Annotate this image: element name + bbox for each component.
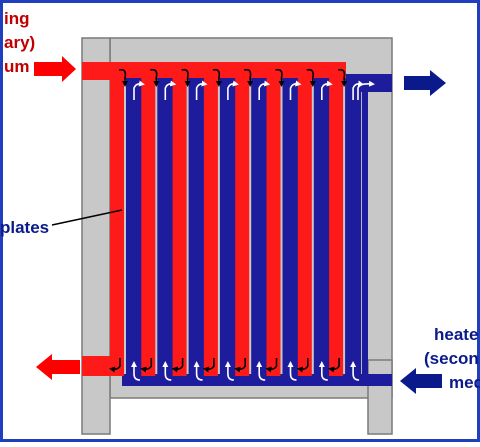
plates-label: plates [0,218,49,237]
flow-arrow [193,361,203,381]
secondary-outlet-arrow [404,70,446,96]
secondary-label-line1: heate [434,325,478,344]
secondary-label-line3: med [449,373,480,392]
flow-arrow [318,361,328,381]
flow-arrow [289,80,302,100]
flow-arrow [181,68,191,87]
flow-arrow [258,80,271,100]
plate-channels [82,62,392,386]
secondary-channel [251,78,268,386]
secondary-channel [126,78,142,386]
flow-arrow [150,68,160,87]
flow-arrow [321,80,333,100]
flow-arrow [118,68,128,87]
flow-arrow [328,358,340,373]
flow-arrow [352,80,365,100]
flow-arrow [337,68,348,87]
right-frame-leg [367,359,393,435]
flow-arrow [227,80,239,100]
secondary-channel [362,78,368,386]
flow-arrow [195,80,208,100]
flow-arrow [133,80,145,100]
secondary-channel [219,78,236,386]
flow-arrow [256,361,266,381]
flow-arrow [306,68,316,87]
primary-label-line1: ing [4,9,30,28]
primary-channel [172,62,187,376]
flow-arrow [296,358,309,373]
secondary-channel [345,78,362,386]
casing-body [109,37,393,399]
primary-channel [266,62,281,376]
primary-outlet-arrow [36,354,80,380]
casing [81,37,393,435]
flow-arrows [109,68,375,381]
flow-arrow [212,68,222,87]
flow-arrow [162,361,172,381]
flow-arrow [234,358,246,373]
primary-label-line2: ary) [4,33,35,52]
flow-arrow [140,358,153,373]
primary-channel [110,62,124,376]
flow-arrow [357,80,375,100]
secondary-channel [313,78,330,386]
secondary-inlet-arrow [400,368,442,394]
secondary-channel [157,78,174,386]
secondary-channel [188,78,205,386]
secondary-channel [282,78,299,386]
primary-channel [141,62,156,376]
flow-arrow [275,68,285,87]
plates-leader-line [51,209,123,226]
flow-arrow [265,358,278,373]
primary-channel [297,62,312,376]
flow-arrow [131,361,141,381]
secondary-label-line2: (secon [424,349,479,368]
flow-arrow [244,68,254,87]
primary-channel [235,62,250,376]
flow-arrow [202,358,215,373]
flow-arrow [164,80,177,100]
primary-channel [329,62,344,376]
flow-arrow [109,358,121,373]
primary-channel [203,62,218,376]
primary-inlet-arrow [34,56,76,82]
flow-arrow [224,361,234,381]
primary-label-line3: um [4,57,30,76]
flow-arrow [171,358,184,373]
flow-arrow [287,361,297,381]
flow-arrow [350,361,360,381]
